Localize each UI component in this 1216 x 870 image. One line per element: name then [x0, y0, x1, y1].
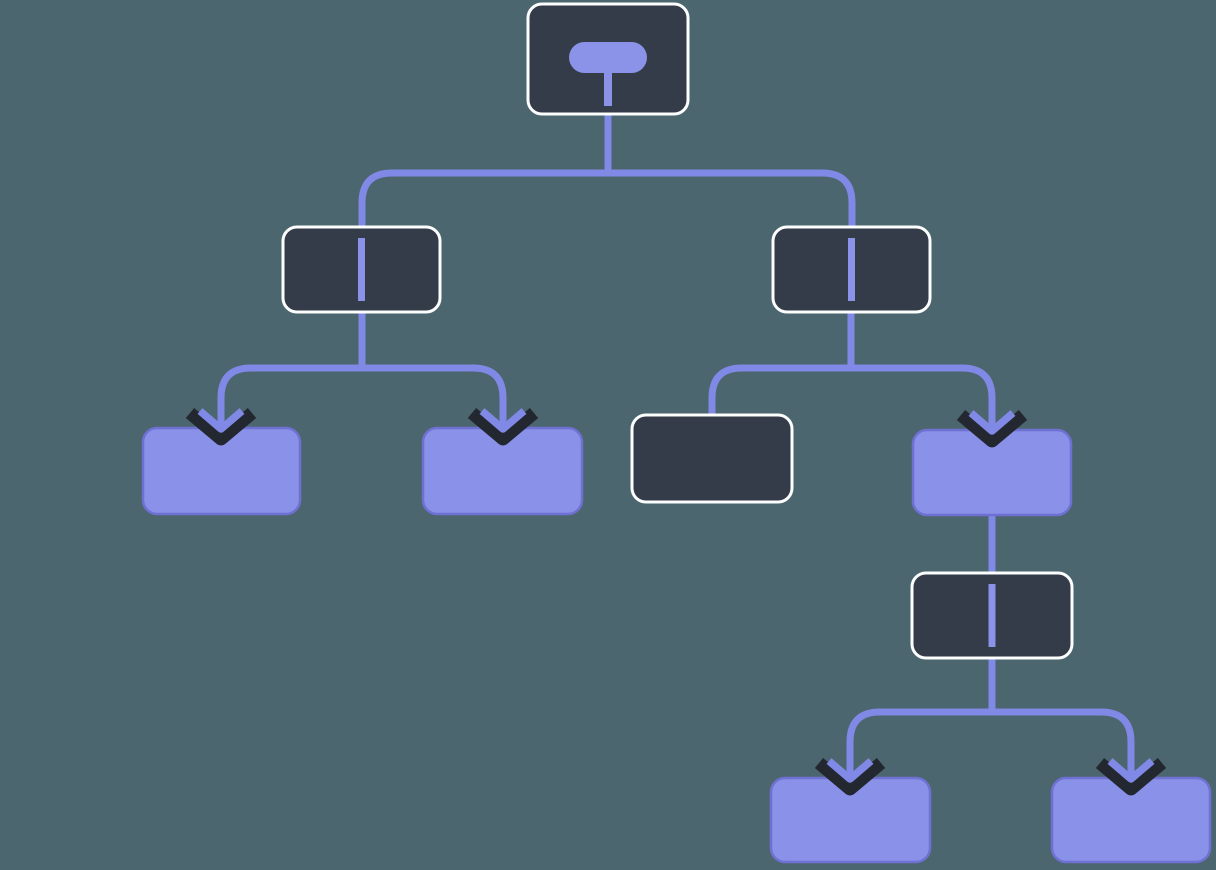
tree-node-branch-mid[interactable]	[910, 571, 1074, 660]
pass-through-line-icon	[988, 584, 996, 647]
connector-edge-top-branch	[358, 169, 856, 227]
drop-arrow-icon	[814, 758, 886, 796]
root-pill-icon	[569, 42, 647, 73]
drop-arrow-purple-chevron	[968, 410, 1016, 435]
pass-through-line-icon	[848, 238, 855, 301]
root-pill-stem	[604, 70, 612, 106]
drop-arrow-purple-chevron	[197, 408, 245, 433]
drop-arrow-purple-chevron	[1107, 758, 1155, 783]
connector-edge-bottom-branch	[846, 708, 1135, 776]
drop-arrow-icon	[185, 408, 257, 446]
pass-through-line-icon	[358, 238, 365, 301]
tree-node-branch-left[interactable]	[281, 225, 442, 314]
connector-edge-right-branch	[708, 364, 996, 428]
drop-arrow-black-chevron	[1095, 758, 1167, 796]
tree-node-root[interactable]	[526, 2, 690, 116]
connector-edge-left-branch	[217, 364, 507, 426]
drop-arrow-black-chevron	[185, 408, 257, 446]
drop-arrow-purple-chevron	[826, 758, 874, 783]
tree-node-branch-right[interactable]	[771, 225, 932, 314]
drop-arrow-icon	[956, 410, 1028, 448]
tree-node-leaf-dark[interactable]	[630, 413, 794, 504]
drop-arrow-icon	[467, 408, 539, 446]
drop-arrow-black-chevron	[467, 408, 539, 446]
drop-arrow-icon	[1095, 758, 1167, 796]
drop-arrow-black-chevron	[956, 410, 1028, 448]
drop-arrow-purple-chevron	[479, 408, 527, 433]
node-body[interactable]	[630, 413, 794, 504]
drop-arrow-black-chevron	[814, 758, 886, 796]
